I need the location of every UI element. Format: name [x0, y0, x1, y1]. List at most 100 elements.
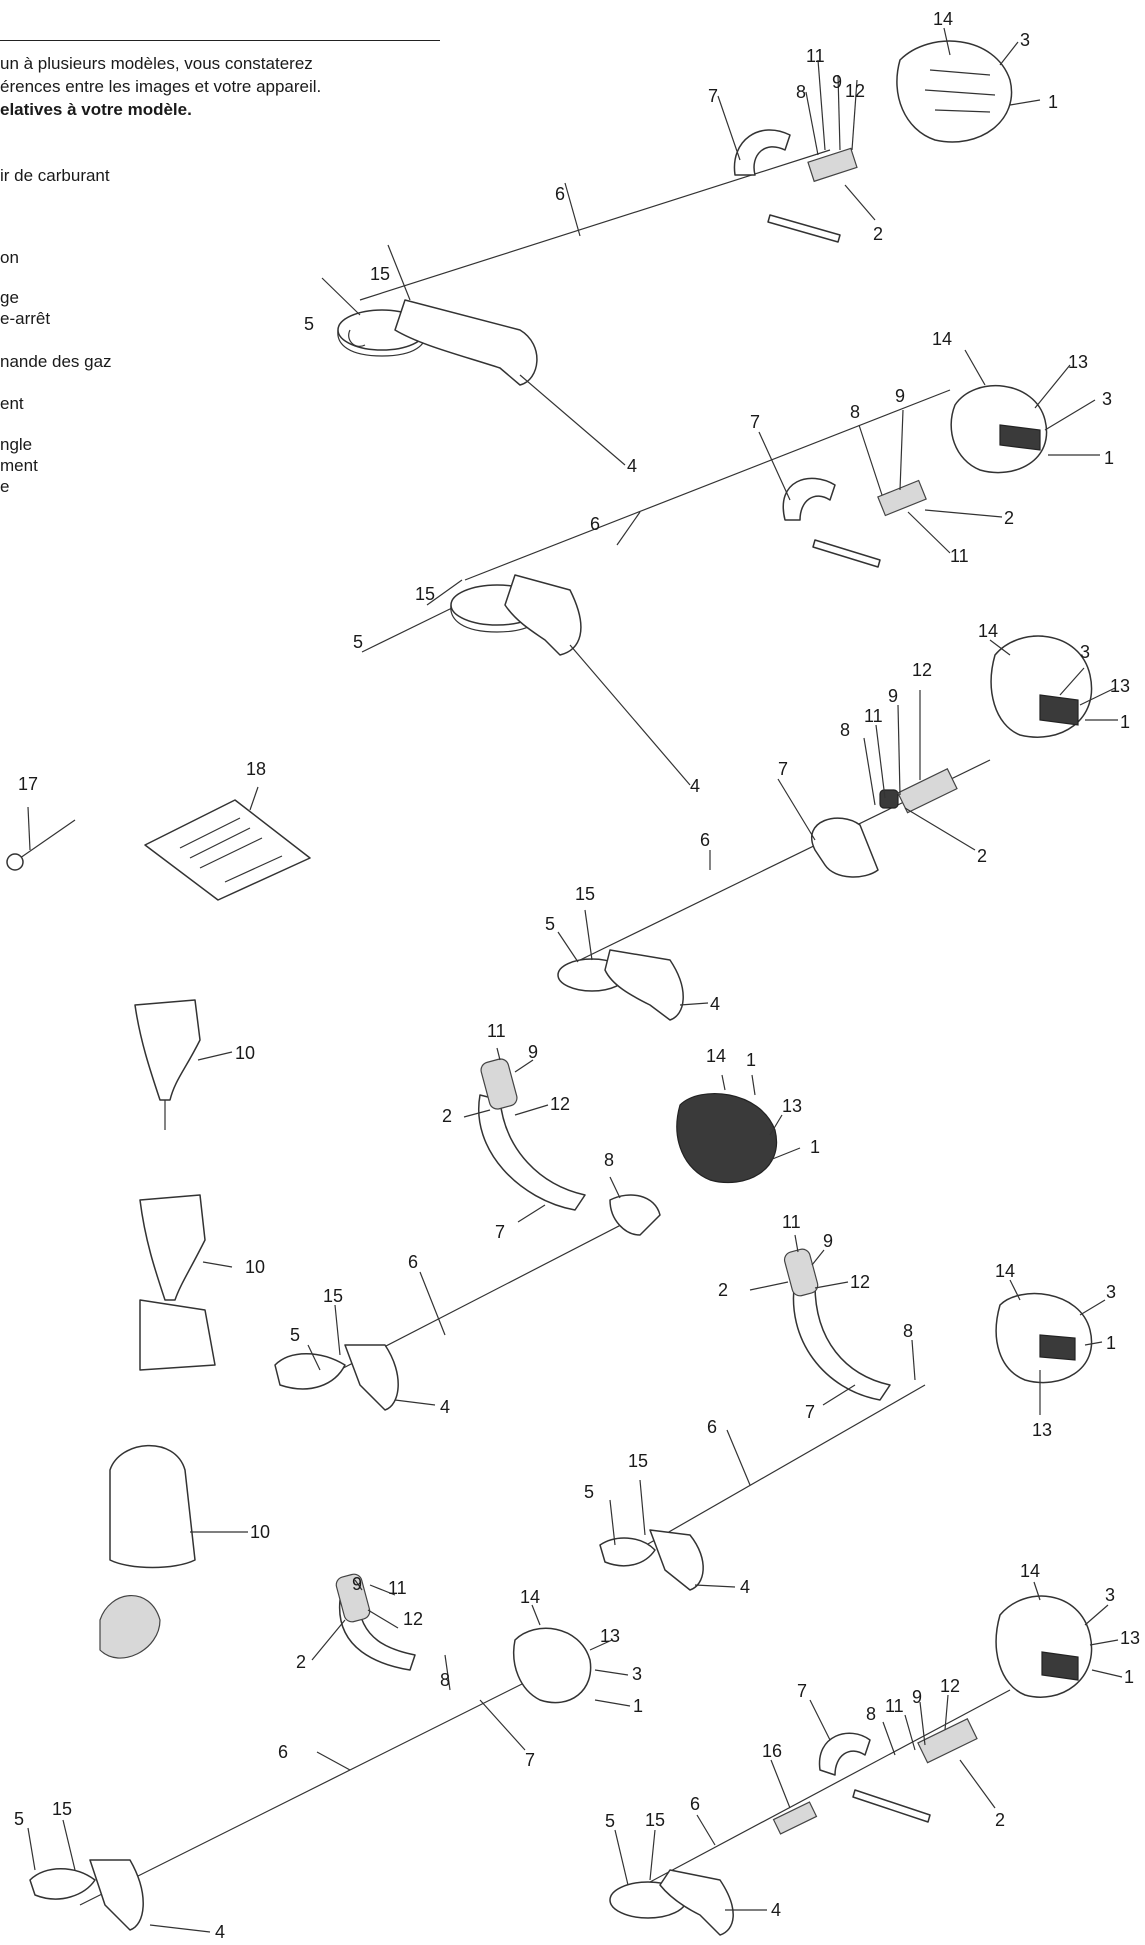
engine	[513, 1627, 592, 1704]
throttle-grip	[335, 1573, 371, 1623]
cow-horn-handle	[478, 1094, 586, 1211]
callout-label: 8	[866, 1704, 876, 1724]
callout-label: 2	[1004, 508, 1014, 528]
callout-label: 14	[978, 621, 998, 641]
handle-bar	[767, 214, 841, 243]
callout-label: 13	[1068, 352, 1088, 372]
callout-label: 5	[584, 1482, 594, 1502]
legend-item: nande des gaz	[0, 352, 112, 371]
callout-label: 15	[415, 584, 435, 604]
callout-label: 4	[440, 1397, 450, 1417]
callout-label: 12	[940, 1676, 960, 1696]
legend-item: ir de carburant	[0, 166, 110, 185]
callout-label: 4	[771, 1900, 781, 1920]
callout-label: 8	[604, 1150, 614, 1170]
callout-label: 9	[528, 1042, 538, 1062]
callout-label: 7	[525, 1750, 535, 1770]
trimmer-model-2	[450, 384, 1048, 656]
callout-label: 9	[352, 1574, 362, 1594]
callout-label: 6	[700, 830, 710, 850]
callout-label: 13	[600, 1626, 620, 1646]
callout-label: 1	[1106, 1333, 1116, 1353]
callout-label: 3	[632, 1664, 642, 1684]
shoulder-strap-2	[139, 1194, 206, 1301]
trimmer-model-7	[609, 1595, 1093, 1936]
callout-label: 3	[1105, 1585, 1115, 1605]
manual-text-lines	[179, 817, 283, 883]
legend-item: ment	[0, 456, 38, 475]
callout-label: 9	[912, 1687, 922, 1707]
legend-item: e-arrêt	[0, 309, 51, 328]
throttle-grip	[783, 1248, 819, 1297]
callout-label: 12	[850, 1272, 870, 1292]
engine	[995, 1595, 1093, 1698]
callout-label: 2	[718, 1280, 728, 1300]
callout-label: 6	[590, 514, 600, 534]
callout-label: 16	[762, 1741, 782, 1761]
throttle-grip	[480, 1058, 518, 1110]
engine-fins	[924, 69, 996, 113]
air-filter-cover	[1041, 1651, 1079, 1681]
handle-bar	[812, 539, 881, 568]
callout-label: 15	[628, 1451, 648, 1471]
callout-label: 3	[1080, 642, 1090, 662]
legend-item: ge	[0, 288, 19, 307]
throttle-grip	[807, 147, 858, 183]
handle-bar	[852, 1789, 931, 1823]
callout-label: 18	[246, 759, 266, 779]
callout-label: 6	[408, 1252, 418, 1272]
callout-numbers: 14 3 1 11 9 12 8 7 2 6 15 5 4 14 13 3 1 …	[14, 9, 1140, 1942]
callout-label: 10	[235, 1043, 255, 1063]
callout-label: 4	[627, 456, 637, 476]
legend-item: ent	[0, 394, 24, 413]
engine	[676, 1093, 778, 1184]
callout-label: 14	[520, 1587, 540, 1607]
shaft-coupler	[772, 1801, 818, 1835]
blade-guard	[344, 1344, 399, 1411]
callout-label: 15	[370, 264, 390, 284]
trimmer-model-5	[599, 1248, 1093, 1591]
callout-label: 5	[353, 632, 363, 652]
callout-label: 11	[864, 706, 883, 726]
throttle-grip	[877, 479, 927, 517]
callout-label: 1	[1104, 448, 1114, 468]
callout-label: 9	[823, 1231, 833, 1251]
callout-label: 4	[710, 994, 720, 1014]
cow-horn-handle	[792, 1279, 891, 1401]
callout-label: 2	[977, 846, 987, 866]
intro-line-2: érences entre les images et votre appare…	[0, 77, 322, 96]
callout-label: 14	[995, 1261, 1015, 1281]
callout-label: 8	[440, 1670, 450, 1690]
loop-handle	[733, 129, 791, 176]
callout-label: 7	[805, 1402, 815, 1422]
callout-label: 13	[782, 1096, 802, 1116]
callout-label: 12	[550, 1094, 570, 1114]
wrench-socket	[6, 853, 24, 871]
grass-shield	[504, 574, 582, 656]
blade-guard	[649, 1529, 704, 1591]
callout-label: 3	[1106, 1282, 1116, 1302]
callout-label: 11	[782, 1212, 801, 1232]
callout-label: 15	[52, 1799, 72, 1819]
drive-shaft	[464, 389, 951, 581]
intro-line-3: elatives à votre modèle.	[0, 100, 192, 119]
blade	[274, 1353, 346, 1390]
grass-shield	[604, 949, 684, 1021]
callout-label: 15	[575, 884, 595, 904]
engine	[950, 384, 1048, 474]
callout-label: 9	[895, 386, 905, 406]
loop-handle	[782, 477, 836, 521]
callout-label: 5	[14, 1809, 24, 1829]
callout-label: 1	[1120, 712, 1130, 732]
cutting-line	[348, 329, 366, 347]
callout-label: 9	[832, 72, 842, 92]
drive-shaft	[634, 1689, 1011, 1891]
callout-label: 10	[250, 1522, 270, 1542]
callout-label: 13	[1110, 676, 1130, 696]
grass-shield	[659, 1869, 734, 1936]
drive-shaft	[619, 1384, 926, 1561]
callout-label: 2	[873, 224, 883, 244]
callout-label: 6	[690, 1794, 700, 1814]
legend-item: ngle	[0, 435, 33, 454]
